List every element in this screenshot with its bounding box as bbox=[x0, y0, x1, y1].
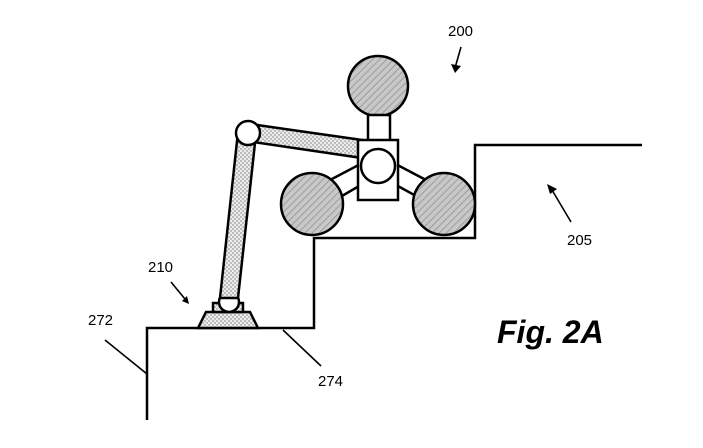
label-200-arrow-head bbox=[451, 64, 461, 73]
robot-body-assembly bbox=[279, 54, 477, 237]
leg-foot-base bbox=[195, 310, 261, 330]
label-210: 210 bbox=[148, 259, 173, 276]
right-wheel bbox=[411, 171, 477, 237]
figure-caption: Fig. 2A bbox=[497, 314, 604, 350]
label-205: 205 bbox=[567, 232, 592, 249]
stair-profile bbox=[145, 143, 642, 420]
leg-link bbox=[218, 130, 258, 300]
label-205-arrow-head bbox=[547, 184, 557, 194]
leg-knee-joint bbox=[234, 119, 262, 147]
label-200-arrow-shaft bbox=[454, 46, 462, 69]
arm-link bbox=[248, 122, 364, 160]
label-210-arrow-head bbox=[182, 296, 189, 304]
top-wheel bbox=[346, 54, 410, 118]
left-wheel bbox=[279, 171, 345, 237]
label-274-leader bbox=[282, 329, 322, 367]
support-leg-assembly bbox=[195, 119, 364, 330]
label-200: 200 bbox=[448, 23, 473, 40]
center-hub bbox=[359, 147, 397, 185]
label-274: 274 bbox=[318, 373, 343, 390]
label-205-arrow-shaft bbox=[551, 189, 572, 223]
label-210-arrow-shaft bbox=[170, 281, 186, 300]
label-272: 272 bbox=[88, 312, 113, 329]
label-272-leader bbox=[104, 339, 148, 375]
